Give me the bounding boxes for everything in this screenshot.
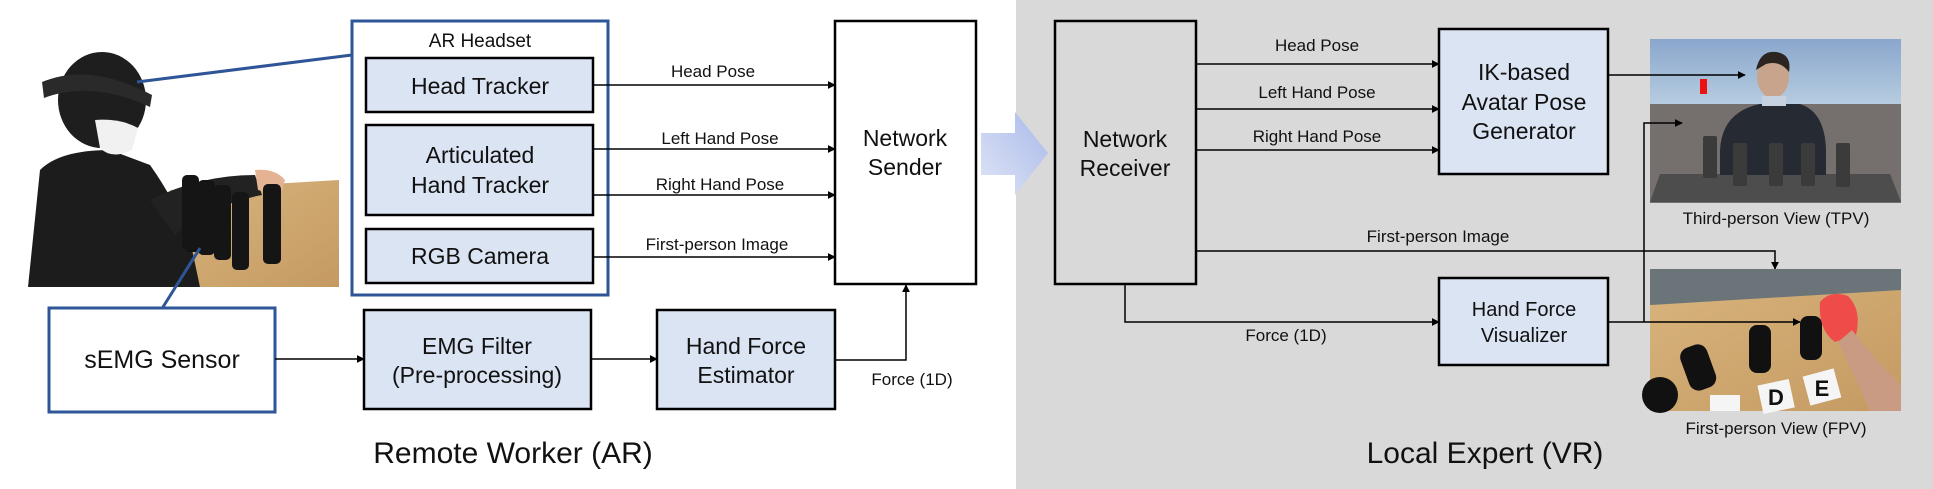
svg-text:Generator: Generator bbox=[1472, 118, 1576, 144]
svg-text:Network: Network bbox=[1083, 126, 1168, 152]
person-ar-photo bbox=[28, 52, 339, 287]
emg-filter-block: EMG Filter (Pre-processing) bbox=[362, 308, 593, 411]
svg-text:EMG Filter: EMG Filter bbox=[422, 333, 532, 359]
svg-text:IK-based: IK-based bbox=[1478, 59, 1570, 85]
rgb-camera-block: RGB Camera bbox=[364, 227, 595, 285]
semg-callout-line bbox=[161, 247, 202, 308]
hand-force-estimator-block: Hand Force Estimator bbox=[655, 308, 837, 411]
head-tracker-block: Head Tracker bbox=[364, 56, 595, 114]
edge-label-right-hand-pose: Right Hand Pose bbox=[656, 175, 785, 194]
svg-text:Sender: Sender bbox=[868, 154, 943, 180]
hand-force-visualizer-block: Hand Force Visualizer bbox=[1437, 276, 1610, 367]
fpv-caption: First-person View (FPV) bbox=[1685, 419, 1866, 438]
svg-text:Hand Force: Hand Force bbox=[1472, 299, 1577, 321]
right-panel-title: Local Expert (VR) bbox=[1367, 437, 1604, 470]
semg-sensor-block: sEMG Sensor bbox=[47, 306, 277, 414]
svg-text:RGB Camera: RGB Camera bbox=[411, 243, 549, 269]
network-sender-block: Network Sender bbox=[833, 19, 978, 286]
network-receiver-block: Network Receiver bbox=[1053, 19, 1198, 286]
svg-text:Head Tracker: Head Tracker bbox=[411, 73, 549, 99]
svg-text:Hand Tracker: Hand Tracker bbox=[411, 172, 549, 198]
svg-text:Articulated: Articulated bbox=[426, 142, 535, 168]
svg-text:Network: Network bbox=[863, 125, 948, 151]
edge-label-head-pose: Head Pose bbox=[671, 62, 755, 81]
edge-visualizer-to-tpv bbox=[1643, 119, 1683, 322]
tpv-image bbox=[1650, 39, 1901, 203]
edge-force-to-sender bbox=[835, 284, 910, 361]
network-transfer-arrow bbox=[981, 112, 1048, 195]
edge-rx-force bbox=[1124, 284, 1440, 326]
tpv-caption: Third-person View (TPV) bbox=[1683, 209, 1870, 228]
left-panel-title: Remote Worker (AR) bbox=[373, 437, 653, 470]
edge-label-rx-head-pose: Head Pose bbox=[1275, 36, 1359, 55]
ar-headset-label: AR Headset bbox=[429, 31, 532, 52]
ik-avatar-pose-generator-block: IK-based Avatar Pose Generator bbox=[1437, 27, 1610, 176]
svg-text:Avatar Pose: Avatar Pose bbox=[1462, 89, 1587, 115]
svg-text:Visualizer: Visualizer bbox=[1481, 325, 1568, 347]
svg-text:Estimator: Estimator bbox=[697, 362, 794, 388]
headset-callout-line bbox=[136, 53, 353, 84]
svg-text:D: D bbox=[1768, 385, 1784, 410]
edge-label-rx-left-hand-pose: Left Hand Pose bbox=[1258, 83, 1375, 102]
edge-rx-first-person-image bbox=[1196, 250, 1779, 270]
edge-label-force-left: Force (1D) bbox=[871, 370, 952, 389]
svg-text:(Pre-processing): (Pre-processing) bbox=[392, 362, 562, 388]
svg-text:sEMG Sensor: sEMG Sensor bbox=[84, 346, 240, 374]
edge-label-rx-right-hand-pose: Right Hand Pose bbox=[1253, 127, 1382, 146]
svg-text:E: E bbox=[1815, 376, 1830, 401]
svg-text:Receiver: Receiver bbox=[1080, 155, 1171, 181]
svg-text:Hand Force: Hand Force bbox=[686, 333, 806, 359]
edge-label-rx-force: Force (1D) bbox=[1245, 326, 1326, 345]
articulated-hand-tracker-block: Articulated Hand Tracker bbox=[364, 123, 595, 217]
edge-label-left-hand-pose: Left Hand Pose bbox=[661, 129, 778, 148]
edge-label-first-person-image: First-person Image bbox=[646, 235, 789, 254]
fpv-image: D E bbox=[1642, 269, 1901, 414]
edge-label-rx-first-person-image: First-person Image bbox=[1367, 227, 1510, 246]
